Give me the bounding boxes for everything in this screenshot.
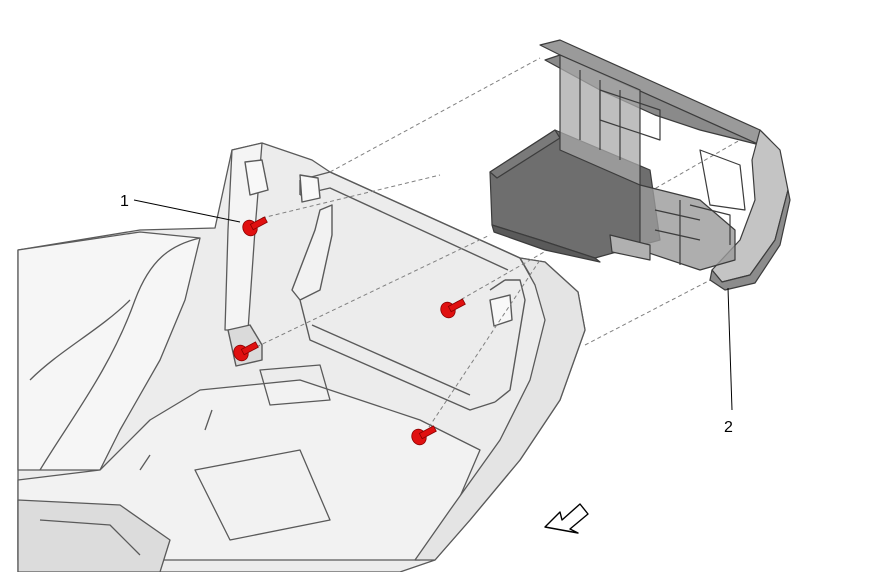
callout-2-label: 2 [724,419,733,436]
screw-icon [440,298,466,319]
instrument-panel-trim [17,142,586,572]
callout-1-label: 1 [120,193,129,210]
direction-arrow-icon [544,503,589,534]
screw-icon [233,341,259,362]
switch-module [489,39,791,291]
fasteners [233,216,466,446]
callout-2: 2 [724,287,733,436]
screw-icon [242,216,268,237]
mounting-bracket-frame [227,159,531,411]
callout-1: 1 [120,193,241,223]
screw-icon [411,425,437,446]
